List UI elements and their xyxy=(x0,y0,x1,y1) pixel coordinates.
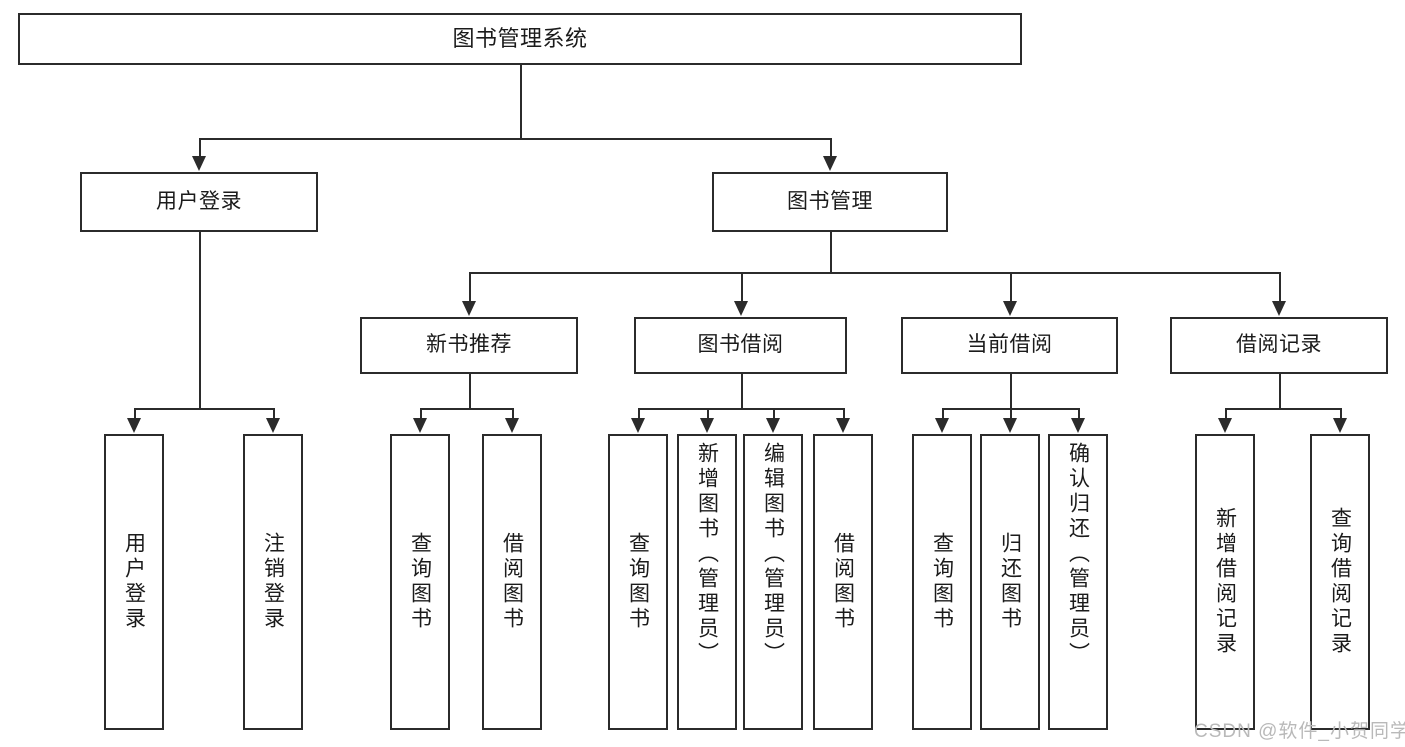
arrow-head-icon xyxy=(266,418,280,433)
arrow-head-icon xyxy=(1333,418,1347,433)
node-current-borrow[interactable]: 当前借阅 xyxy=(901,317,1118,374)
node-label: 查询图书 xyxy=(408,532,432,632)
connector-vertical xyxy=(638,408,640,418)
connector-vertical xyxy=(469,272,471,301)
connector-group-stem xyxy=(469,374,471,408)
connector-vertical xyxy=(1078,408,1080,418)
node-new-book-rec[interactable]: 新书推荐 xyxy=(360,317,578,374)
node-label: 借阅图书 xyxy=(500,532,524,632)
node-book-manage[interactable]: 图书管理 xyxy=(712,172,948,232)
node-root[interactable]: 图书管理系统 xyxy=(18,13,1022,65)
connector-vertical xyxy=(273,408,275,418)
connector-group-stem xyxy=(741,374,743,408)
node-leaf-borrow-book-2[interactable]: 借阅图书 xyxy=(813,434,873,730)
arrow-head-icon xyxy=(734,301,748,316)
connector-group-stem xyxy=(199,232,201,408)
node-leaf-add-book[interactable]: 新增图书（管理员） xyxy=(677,434,737,730)
node-label: 新增借阅记录 xyxy=(1213,507,1237,657)
connector-vertical xyxy=(942,408,944,418)
arrow-head-icon xyxy=(413,418,427,433)
arrow-head-icon xyxy=(1003,418,1017,433)
node-label: 图书管理 xyxy=(787,189,873,213)
arrow-head-icon xyxy=(935,418,949,433)
arrow-head-icon xyxy=(836,418,850,433)
node-leaf-borrow-book-1[interactable]: 借阅图书 xyxy=(482,434,542,730)
connector-vertical xyxy=(1225,408,1227,418)
connector-vertical xyxy=(1010,408,1012,418)
node-label: 当前借阅 xyxy=(966,333,1053,357)
arrow-head-icon xyxy=(192,156,206,171)
node-label: 归还图书 xyxy=(998,532,1022,632)
arrow-head-icon xyxy=(505,418,519,433)
node-label: 查询图书 xyxy=(930,532,954,632)
node-label: 新书推荐 xyxy=(426,333,512,357)
connector-vertical xyxy=(843,408,845,418)
arrow-head-icon xyxy=(1218,418,1232,433)
connector-vertical xyxy=(1010,272,1012,301)
connector-vertical xyxy=(199,138,201,156)
connector-vertical xyxy=(134,408,136,418)
node-borrow-record[interactable]: 借阅记录 xyxy=(1170,317,1388,374)
node-leaf-user-login[interactable]: 用户登录 xyxy=(104,434,164,730)
arrow-head-icon xyxy=(700,418,714,433)
node-book-borrow[interactable]: 图书借阅 xyxy=(634,317,847,374)
arrow-head-icon xyxy=(1272,301,1286,316)
node-label: 借阅记录 xyxy=(1236,333,1322,357)
node-label: 图书管理系统 xyxy=(452,26,588,52)
arrow-head-icon xyxy=(766,418,780,433)
node-leaf-add-record[interactable]: 新增借阅记录 xyxy=(1195,434,1255,730)
connector-group-bus xyxy=(1225,408,1340,410)
arrow-head-icon xyxy=(1003,301,1017,316)
connector-vertical xyxy=(741,272,743,301)
node-leaf-query-book-1[interactable]: 查询图书 xyxy=(390,434,450,730)
connector-vertical xyxy=(1279,272,1281,301)
node-leaf-query-book-2[interactable]: 查询图书 xyxy=(608,434,668,730)
node-leaf-query-book-3[interactable]: 查询图书 xyxy=(912,434,972,730)
connector-bookmanage-stem xyxy=(830,232,832,272)
connector-root-bus xyxy=(199,138,830,140)
node-leaf-logout[interactable]: 注销登录 xyxy=(243,434,303,730)
node-label: 用户登录 xyxy=(122,532,146,632)
node-label: 查询图书 xyxy=(626,532,650,632)
connector-vertical xyxy=(1340,408,1342,418)
arrow-head-icon xyxy=(462,301,476,316)
connector-vertical xyxy=(707,408,709,418)
connector-group-bus xyxy=(638,408,843,410)
node-label: 注销登录 xyxy=(261,532,285,632)
connector-group-bus xyxy=(134,408,273,410)
connector-root-stem xyxy=(520,65,522,138)
node-label: 图书借阅 xyxy=(697,333,784,357)
node-leaf-query-record[interactable]: 查询借阅记录 xyxy=(1310,434,1370,730)
connector-vertical xyxy=(420,408,422,418)
connector-group-stem xyxy=(1279,374,1281,408)
node-label: 编辑图书（管理员） xyxy=(761,442,785,667)
connector-vertical xyxy=(830,138,832,156)
node-label: 用户登录 xyxy=(156,189,242,213)
node-leaf-confirm-return[interactable]: 确认归还（管理员） xyxy=(1048,434,1108,730)
arrow-head-icon xyxy=(1071,418,1085,433)
connector-group-bus xyxy=(420,408,512,410)
arrow-head-icon xyxy=(127,418,141,433)
connector-group-stem xyxy=(1010,374,1012,408)
node-label: 确认归还（管理员） xyxy=(1066,442,1090,667)
node-label: 借阅图书 xyxy=(831,532,855,632)
node-user-login[interactable]: 用户登录 xyxy=(80,172,318,232)
connector-vertical xyxy=(512,408,514,418)
connector-vertical xyxy=(773,408,775,418)
arrow-head-icon xyxy=(631,418,645,433)
node-leaf-return-book[interactable]: 归还图书 xyxy=(980,434,1040,730)
arrow-head-icon xyxy=(823,156,837,171)
node-label: 新增图书（管理员） xyxy=(695,442,719,667)
node-leaf-edit-book[interactable]: 编辑图书（管理员） xyxy=(743,434,803,730)
connector-bookmanage-bus xyxy=(469,272,1279,274)
node-label: 查询借阅记录 xyxy=(1328,507,1352,657)
